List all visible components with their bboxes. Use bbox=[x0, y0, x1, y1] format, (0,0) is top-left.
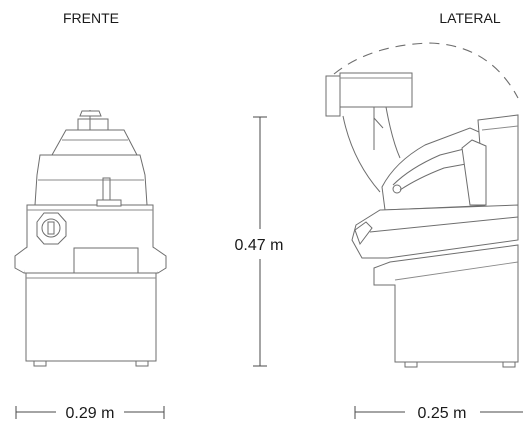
front-base-cabinet bbox=[25, 272, 157, 362]
front-right-foot bbox=[135, 360, 149, 367]
front-discharge-block bbox=[73, 247, 139, 274]
front-view-machine bbox=[14, 110, 167, 367]
side-hinge-pin bbox=[392, 184, 402, 194]
side-lid-swing-arc bbox=[333, 42, 519, 99]
front-view-label: FRENTE bbox=[63, 10, 119, 26]
side-width-dimension: 0.25 m bbox=[354, 405, 523, 422]
front-control-knob bbox=[36, 212, 67, 245]
height-dimension-label: 0.47 m bbox=[235, 237, 284, 254]
side-view-machine bbox=[325, 42, 519, 368]
front-right-handle bbox=[152, 246, 167, 274]
side-foot-left bbox=[404, 361, 418, 368]
side-foot-right bbox=[502, 361, 516, 368]
front-left-handle bbox=[14, 246, 28, 274]
side-motor-housing bbox=[351, 204, 519, 259]
side-view-label: LATERAL bbox=[439, 10, 500, 26]
height-dimension: 0.47 m bbox=[235, 116, 284, 367]
front-lid-handle bbox=[77, 118, 109, 131]
front-width-label: 0.29 m bbox=[66, 405, 115, 422]
front-left-foot bbox=[33, 360, 47, 367]
side-width-label: 0.25 m bbox=[418, 405, 467, 422]
front-lid bbox=[51, 129, 138, 156]
side-base-cabinet bbox=[373, 244, 519, 363]
front-width-dimension: 0.29 m bbox=[15, 405, 165, 422]
